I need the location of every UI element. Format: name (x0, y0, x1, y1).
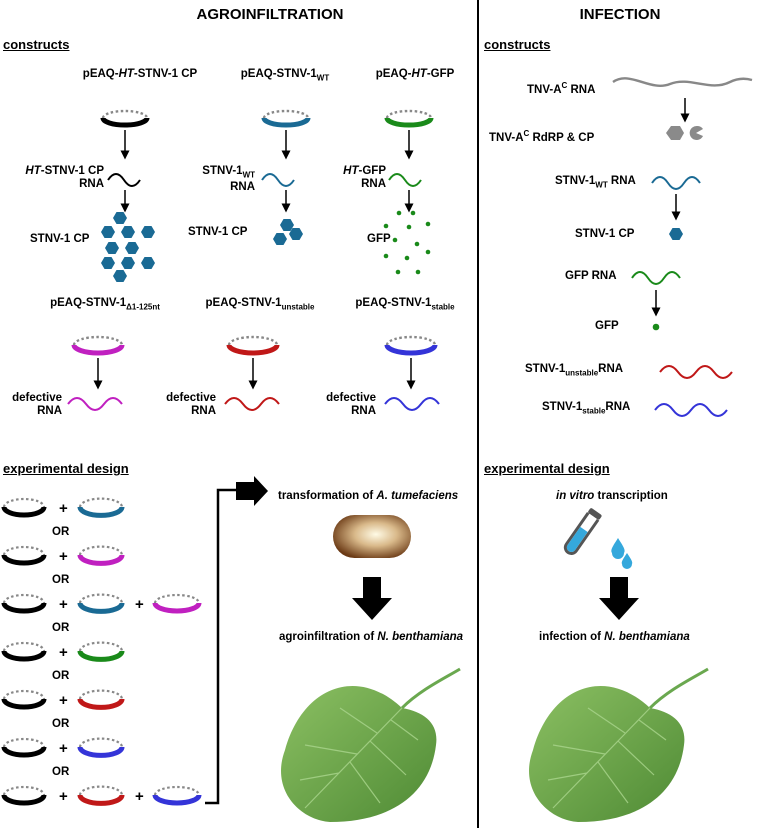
plasmid-icon-black (100, 109, 150, 128)
stnv-unstable-rna-strand (659, 365, 733, 379)
water-droplet-icon (621, 553, 633, 569)
or-label: OR (52, 718, 70, 730)
rna-wave-black (107, 173, 141, 187)
or-label: OR (52, 670, 70, 682)
rna-wave-blue (384, 397, 440, 411)
tnv-rdrp-cp-label: TNV-AC RdRP & CP (489, 129, 595, 144)
or-label: OR (52, 526, 70, 538)
tnv-rdrp-cp-icons (666, 125, 703, 140)
design-label-right: experimental design (484, 461, 610, 476)
plasmid-icon-magenta (71, 335, 125, 356)
plasmid-icon-red (226, 335, 280, 356)
rna-wave-red (224, 397, 280, 411)
stnv-cp-hex (669, 228, 683, 240)
agroinfiltration-header: AGROINFILTRATION (196, 6, 344, 23)
plus-sign: + (59, 500, 68, 517)
plus-sign: + (59, 692, 68, 709)
or-label: OR (52, 766, 70, 778)
leaf-illustration-right (529, 667, 709, 822)
big-down-arrow-right (599, 577, 639, 620)
rna-wave-teal (261, 173, 295, 187)
gfp-dots (383, 210, 431, 275)
infection-of-label: infection of N. benthamiana (539, 631, 690, 643)
transformation-label: transformation of A. tumefaciens (278, 490, 459, 502)
design-bracket (205, 488, 240, 805)
protein-label-stnv-cp-2: STNV-1 CP (188, 226, 248, 238)
capsid-protein-cluster (101, 212, 155, 282)
plasmid-name-delta: pEAQ-STNV-1Δ1-125nt (50, 297, 160, 312)
stnv-wt-rna-label: STNV-1WT RNA (555, 175, 636, 190)
design-label-left: experimental design (3, 461, 129, 476)
plus-sign: + (59, 788, 68, 805)
design-plasmids (1, 497, 202, 806)
rna-wave-magenta (67, 397, 123, 411)
test-tube-icon (563, 508, 602, 555)
plus-sign: + (59, 740, 68, 757)
tnv-rna-strand (612, 77, 753, 87)
stnv-unstable-rna-label: STNV-1unstableRNA (525, 363, 624, 378)
plasmid-name-stnv-wt: pEAQ-STNV-1WT (240, 68, 330, 83)
gfp-rna-strand (631, 271, 681, 285)
plasmid-name-unstable: pEAQ-STNV-1unstable (205, 297, 315, 312)
plasmid-name-stable: pEAQ-STNV-1stable (355, 297, 455, 312)
constructs-label-left: constructs (3, 37, 70, 52)
plus-sign: + (59, 548, 68, 565)
water-droplet-icon (611, 538, 625, 559)
gfp-label: GFP (595, 320, 619, 332)
stnv-stable-rna-label: STNV-1stableRNA (542, 401, 631, 416)
agroinfiltration-label: agroinfiltration of N. benthamiana (279, 631, 464, 643)
tnv-rna-label: TNV-AC RNA (527, 81, 596, 96)
gfp-rna-label: GFP RNA (565, 270, 617, 282)
agrobacterium-icon (333, 515, 411, 558)
plus-sign: + (59, 596, 68, 613)
plasmid-icon-blue (384, 335, 438, 356)
rna-wave-green (388, 173, 422, 187)
plasmid-icon-green (384, 109, 434, 128)
capsid-protein-small-cluster (273, 219, 303, 245)
plus-sign: + (59, 644, 68, 661)
infection-header: INFECTION (579, 6, 661, 23)
constructs-label-right: constructs (484, 37, 551, 52)
stnv-wt-rna-strand (651, 176, 701, 190)
stnv-cp-label: STNV-1 CP (575, 228, 635, 240)
or-label: OR (52, 574, 70, 586)
plus-sign: + (135, 596, 144, 613)
plasmid-name-ht-gfp: pEAQ-HT-GFP (375, 68, 455, 80)
protein-label-gfp: GFP (367, 233, 391, 245)
big-down-arrow-left (352, 577, 392, 620)
plus-sign: + (135, 788, 144, 805)
in-vitro-label: in vitro transcription (556, 490, 668, 502)
stnv-stable-rna-strand (654, 403, 728, 417)
leaf-illustration-left (281, 667, 461, 822)
bracket-arrow (236, 476, 268, 506)
protein-label-stnv-cp-1: STNV-1 CP (30, 233, 90, 245)
or-label: OR (52, 622, 70, 634)
gfp-dot (652, 323, 660, 331)
plasmid-name-ht-stnv-cp: pEAQ-HT-STNV-1 CP (82, 68, 198, 80)
plasmid-icon-teal (261, 109, 311, 128)
